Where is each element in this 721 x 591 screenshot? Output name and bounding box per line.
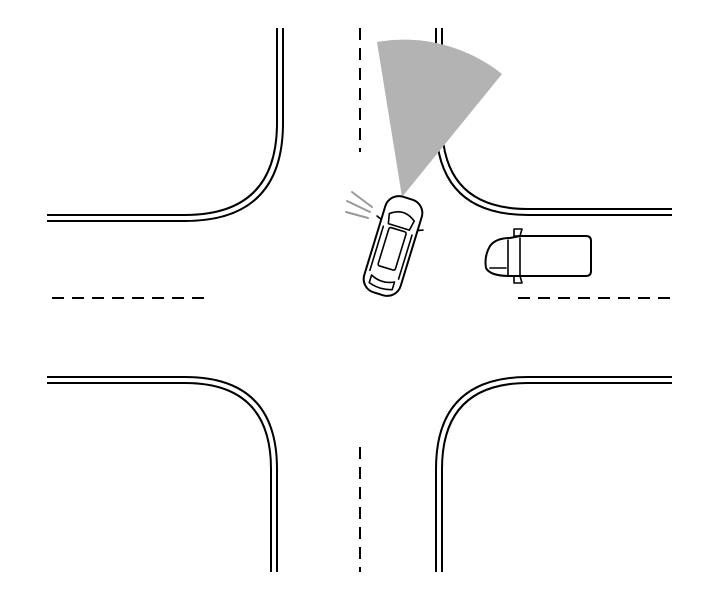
lane-markings (52, 28, 678, 572)
sensor-detection-zone (377, 39, 502, 197)
road-corner-bottom-left (47, 376, 278, 572)
road-corner-bottom-right (435, 376, 672, 572)
road-corner-top-left (47, 28, 284, 222)
approaching-vehicle (484, 228, 592, 284)
turning-vehicle (362, 195, 424, 297)
sensor-rays-icon (345, 191, 373, 219)
